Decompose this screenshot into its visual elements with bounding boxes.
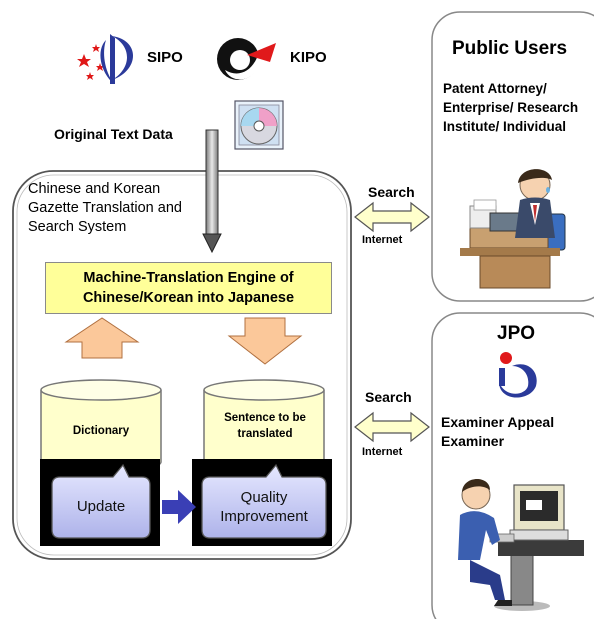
quality-improvement-label: Quality Improvement — [220, 489, 308, 525]
translation-engine-box: Machine-Translation Engine of Chinese/Ko… — [45, 262, 332, 314]
internet-label-top: Internet — [362, 234, 403, 246]
examiner-computer-icon — [458, 478, 584, 611]
search-label-top: Search — [368, 184, 415, 200]
internet-label-bottom: Internet — [362, 446, 403, 458]
public-users-title: Public Users — [452, 38, 568, 59]
search-label-bottom: Search — [365, 389, 412, 405]
office-worker-icon — [460, 169, 566, 289]
kipo-logo-icon — [217, 38, 276, 80]
sentence-cylinder — [203, 379, 325, 473]
sipo-logo-icon — [77, 34, 133, 84]
jpo-description: Examiner Appeal Examiner — [441, 414, 555, 449]
engine-label: Machine-Translation Engine of Chinese/Ko… — [82, 270, 295, 306]
double-arrow-top — [354, 201, 430, 233]
cd-icon — [234, 100, 284, 150]
public-users-description: Patent Attorney/ Enterprise/ Research In… — [443, 81, 579, 134]
up-orange-arrow — [64, 317, 140, 359]
system-container — [12, 170, 352, 560]
sentence-label: Sentence to be translated — [224, 412, 306, 440]
kipo-label: KIPO — [290, 49, 327, 66]
down-orange-arrow — [227, 317, 303, 365]
quality-improvement-button — [201, 463, 327, 539]
double-arrow-bottom — [354, 411, 430, 443]
jpo-title: JPO — [497, 323, 536, 344]
original-text-data-label: Original Text Data — [54, 126, 173, 142]
system-title: Chinese and Korean Gazette Translation a… — [28, 181, 182, 235]
input-arrow — [202, 129, 222, 254]
blue-arrow — [162, 490, 196, 524]
sipo-label: SIPO — [147, 49, 183, 66]
jpo-logo-icon — [499, 352, 537, 398]
dictionary-cylinder — [40, 379, 162, 473]
update-button — [51, 463, 151, 539]
dictionary-label: Dictionary — [72, 425, 130, 437]
update-label: Update — [76, 498, 126, 515]
